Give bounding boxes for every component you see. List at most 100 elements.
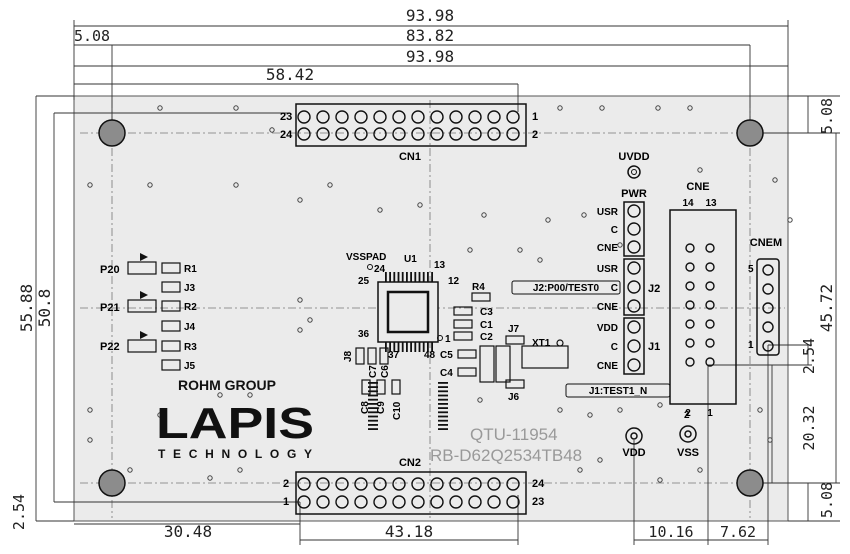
- j1-label: J1: [648, 341, 660, 353]
- pin-hole: [506, 127, 520, 141]
- ic-lead: [427, 342, 429, 352]
- via: [417, 202, 423, 208]
- pin37-label: 37: [388, 350, 400, 361]
- pin-hole: [316, 495, 330, 509]
- dim-mount-height: 50.8: [35, 289, 54, 328]
- pin-hole: [627, 204, 641, 218]
- cn1-pin-23-label: 23: [280, 111, 292, 123]
- uvdd-label: UVDD: [618, 151, 649, 163]
- pin-hole: [705, 319, 715, 329]
- ic-lead: [389, 342, 391, 352]
- cne-pin-13-label: 13: [705, 198, 717, 209]
- via: [297, 297, 303, 303]
- pin25-label: 25: [358, 276, 370, 287]
- pin-hole: [449, 477, 463, 491]
- c2-label: C2: [480, 332, 493, 343]
- dim-cn1-offset: 58.42: [266, 65, 314, 84]
- ic-lead: [368, 424, 378, 426]
- pin-hole: [627, 299, 641, 313]
- via: [233, 105, 239, 111]
- pin-hole: [627, 339, 641, 353]
- via: [577, 467, 583, 473]
- c10-label: C10: [392, 401, 403, 420]
- pin-hole: [487, 110, 501, 124]
- dim-mount-offset-left: 5.08: [74, 27, 110, 45]
- c8-label: C8: [360, 401, 371, 414]
- ic-lead: [368, 428, 378, 430]
- cn2-pin-23-label: 23: [532, 496, 544, 508]
- vias: [87, 105, 793, 483]
- passives-right: [453, 292, 569, 389]
- cne-pin-14-label: 14: [682, 198, 694, 209]
- j4-label: J4: [184, 322, 196, 333]
- j1-function-label: J1:TEST1_N: [589, 386, 647, 397]
- cn1-connector: 23 24 1 2 CN1: [280, 103, 538, 163]
- via: [269, 127, 275, 133]
- c1-label: C1: [480, 320, 493, 331]
- c4-label: C4: [440, 368, 453, 379]
- ic-lead: [427, 272, 429, 282]
- ic-lead: [438, 411, 448, 414]
- p22-label: P22: [100, 341, 120, 353]
- j7-label: J7: [508, 324, 520, 335]
- ic-lead: [368, 382, 378, 384]
- ic-lead: [438, 415, 448, 418]
- pin-hole: [411, 110, 425, 124]
- cne-pin-2-label: 2: [685, 408, 691, 419]
- pin-hole: [685, 300, 695, 310]
- pin-hole: [392, 127, 406, 141]
- led-symbols: [140, 253, 148, 339]
- pin-hole: [685, 243, 695, 253]
- pin-hole: [506, 495, 520, 509]
- ic-lead: [368, 415, 378, 418]
- ic-lead: [385, 272, 387, 282]
- pin-hole: [392, 495, 406, 509]
- ic-lead: [418, 272, 421, 282]
- ic-lead: [438, 382, 448, 384]
- cn2-connector: 2 1 24 23 CN2: [283, 457, 545, 515]
- dim-cn2-left: 30.48: [164, 522, 212, 541]
- tp-2-label: 2: [684, 410, 690, 421]
- header-pin-label: VDD: [597, 323, 618, 334]
- pin-hole: [627, 358, 641, 372]
- pin-hole: [685, 319, 695, 329]
- pin-hole: [705, 262, 715, 272]
- ic-lead: [368, 390, 378, 393]
- ic-lead: [368, 403, 378, 405]
- ic-lead: [422, 342, 425, 352]
- via: [697, 467, 703, 473]
- via: [757, 407, 763, 413]
- r4-label: R4: [472, 282, 485, 293]
- pin-hole: [411, 495, 425, 509]
- via: [557, 407, 563, 413]
- pin-hole: [449, 110, 463, 124]
- via: [587, 412, 593, 418]
- pin-hole: [297, 495, 311, 509]
- pin-hole: [685, 357, 695, 367]
- dim-cn2-offset-bottom: 2.54: [10, 494, 28, 530]
- via: [657, 477, 663, 483]
- cn2-pin-24-label: 24: [532, 478, 545, 490]
- c9-label: C9: [376, 401, 387, 414]
- cne-pin-1-label: 1: [707, 408, 713, 419]
- via: [477, 397, 483, 403]
- pin-hole: [506, 477, 520, 491]
- via: [655, 105, 661, 111]
- ic-lead: [389, 272, 391, 282]
- dim-cnem-spacing: 7.62: [720, 523, 756, 541]
- ic-lead: [422, 272, 425, 282]
- pin-hole: [762, 264, 774, 276]
- via: [307, 317, 313, 323]
- pin-hole: [762, 340, 774, 352]
- pin-hole: [354, 477, 368, 491]
- via: [127, 467, 133, 473]
- pin-hole: [468, 495, 482, 509]
- pin-hole: [627, 240, 641, 254]
- u1-ic: U1 VSSPAD 24 13 25 12 36 37 48 1: [346, 252, 460, 430]
- ic-lead: [397, 272, 400, 282]
- pin-hole: [373, 495, 387, 509]
- pin-hole: [373, 127, 387, 141]
- cn1-pin-2-label: 2: [532, 129, 538, 141]
- p20-label: P20: [100, 264, 120, 276]
